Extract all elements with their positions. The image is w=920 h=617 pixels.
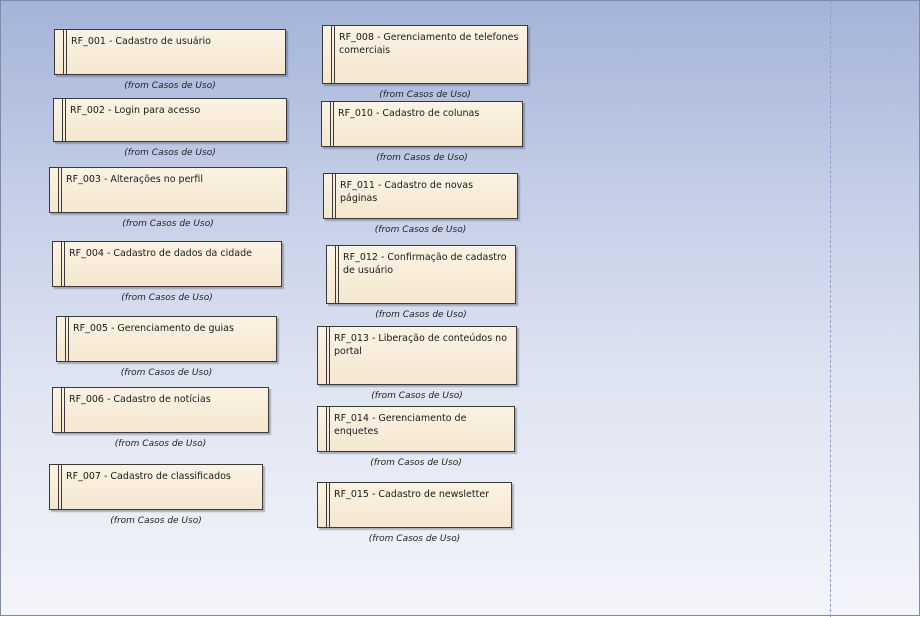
element-stripe	[326, 483, 330, 527]
from-package-label: (from Casos de Uso)	[120, 368, 213, 378]
requirement-rf004[interactable]: RF_004 - Cadastro de dados da cidade	[52, 241, 282, 287]
requirement-rf010[interactable]: RF_010 - Cadastro de colunas	[321, 101, 523, 147]
requirement-rf005[interactable]: RF_005 - Gerenciamento de guias	[56, 316, 277, 362]
element-stripe	[326, 407, 330, 451]
element-stripe	[331, 26, 335, 83]
from-package-label: (from Casos de Uso)	[122, 219, 214, 229]
requirement-label: RF_015 - Cadastro de newsletter	[334, 489, 490, 500]
from-package-label: (from Casos de Uso)	[124, 148, 216, 158]
element-stripe	[61, 388, 65, 432]
from-package-label: (from Casos de Uso)	[121, 293, 213, 303]
from-package-label: (from Casos de Uso)	[110, 516, 202, 526]
from-package-label: (from Casos de Uso)	[371, 391, 463, 401]
element-stripe	[58, 465, 62, 509]
element-stripe	[326, 327, 330, 384]
element-stripe	[62, 99, 66, 141]
element-stripe	[61, 242, 65, 286]
requirement-rf015[interactable]: RF_015 - Cadastro de newsletter	[317, 482, 512, 528]
requirement-label: RF_003 - Alterações no perfil	[66, 174, 203, 185]
from-package-label: (from Casos de Uso)	[375, 310, 467, 320]
from-package-label: (from Casos de Uso)	[114, 439, 207, 449]
requirement-rf011[interactable]: RF_011 - Cadastro de novas páginas	[323, 173, 518, 219]
requirement-label: RF_014 - Gerenciamento de enquetes	[334, 413, 467, 437]
requirement-label: RF_012 - Confirmação de cadastro de usuá…	[343, 252, 507, 276]
requirement-rf014[interactable]: RF_014 - Gerenciamento de enquetes	[317, 406, 515, 452]
requirement-label: RF_011 - Cadastro de novas páginas	[340, 180, 474, 204]
element-stripe	[65, 317, 69, 361]
requirement-label: RF_013 - Liberação de conteúdos no porta…	[334, 333, 508, 357]
requirement-label: RF_004 - Cadastro de dados da cidade	[69, 248, 252, 259]
element-stripe	[58, 168, 62, 212]
from-package-label: (from Casos de Uso)	[376, 153, 468, 163]
requirement-label: RF_002 - Login para acesso	[70, 105, 201, 116]
element-stripe	[330, 102, 334, 146]
requirement-rf006[interactable]: RF_006 - Cadastro de notícias	[52, 387, 269, 433]
from-package-label: (from Casos de Uso)	[124, 81, 216, 91]
requirement-rf003[interactable]: RF_003 - Alterações no perfil	[49, 167, 287, 213]
element-stripe	[335, 246, 339, 303]
page-boundary-line	[830, 1, 831, 617]
requirement-label: RF_010 - Cadastro de colunas	[338, 108, 480, 119]
requirement-rf008[interactable]: RF_008 - Gerenciamento de telefones come…	[322, 25, 528, 84]
from-package-label: (from Casos de Uso)	[374, 225, 467, 235]
from-package-label: (from Casos de Uso)	[379, 90, 471, 100]
requirement-rf002[interactable]: RF_002 - Login para acesso	[53, 98, 287, 142]
requirement-label: RF_005 - Gerenciamento de guias	[73, 323, 234, 334]
element-stripe	[332, 174, 336, 218]
requirement-rf007[interactable]: RF_007 - Cadastro de classificados	[49, 464, 263, 510]
requirement-label: RF_006 - Cadastro de notícias	[69, 394, 211, 405]
requirement-label: RF_001 - Cadastro de usuário	[71, 36, 211, 47]
requirement-rf013[interactable]: RF_013 - Liberação de conteúdos no porta…	[317, 326, 517, 385]
requirement-label: RF_007 - Cadastro de classificados	[66, 471, 231, 482]
from-package-label: (from Casos de Uso)	[370, 458, 462, 468]
requirement-label: RF_008 - Gerenciamento de telefones come…	[339, 32, 519, 56]
element-stripe	[63, 30, 67, 74]
from-package-label: (from Casos de Uso)	[368, 534, 461, 544]
requirement-rf001[interactable]: RF_001 - Cadastro de usuário	[54, 29, 286, 75]
requirement-rf012[interactable]: RF_012 - Confirmação de cadastro de usuá…	[326, 245, 516, 304]
